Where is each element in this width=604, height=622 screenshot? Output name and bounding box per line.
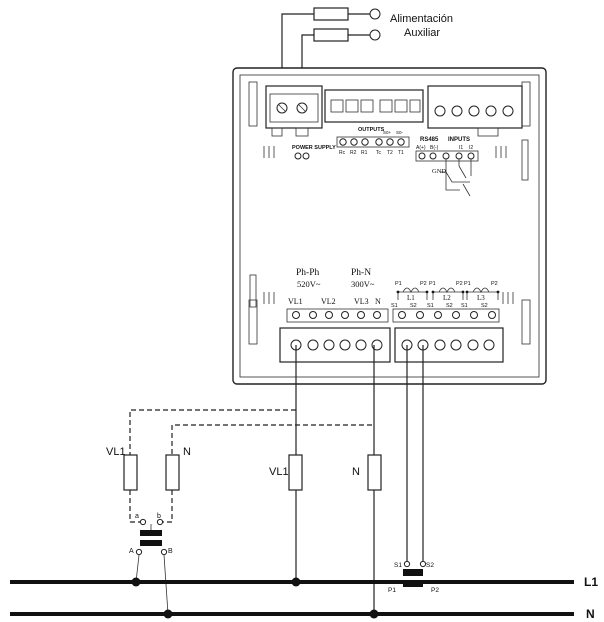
aux-label-1: Alimentación [390,13,453,25]
out-pin-t1: T1 [398,150,404,156]
bus-l1-label: L1 [584,575,598,589]
vterm-vl3: VL3 [354,297,369,306]
aux-fuse-2 [313,28,349,42]
fuse-vl1-mid [288,454,303,491]
ct-p1: P1 [388,587,396,594]
vt-a: a [135,513,139,520]
meter-device: POWER SUPPLY OUTPUTS S0+ S0- Rc R2 R1 Tc… [232,67,547,385]
ct-s1: S1 [394,562,402,569]
outputs-connector [324,89,424,123]
coil-l3-p2: P2 [491,281,498,287]
vterm-vl2: VL2 [321,297,336,306]
out-pin-t2: T2 [387,150,393,156]
fuse-vl1-mid-label: VL1 [269,466,289,478]
gnd-label: GND [432,168,446,175]
out-pin-tc: Tc [376,150,382,156]
outputs-sub-s0minus: S0- [396,130,404,135]
fuse-n-left [165,454,180,491]
fuse-vl1-left-label: VL1 [106,446,126,458]
ct-s1-l2: S1 [427,303,434,309]
ct-p2: P2 [431,587,439,594]
coil-l3-p1: P1 [464,281,471,287]
outputs-title: OUTPUTS [358,127,385,133]
power-supply-connector [265,85,323,129]
fuse-n-left-label: N [183,446,191,458]
vent-slots [263,146,514,304]
aux-fuse-1 [313,7,349,21]
coil-l2-p1: P1 [429,281,436,287]
coil-l3-label: L3 [477,294,485,302]
aux-terminal-2 [369,29,381,41]
phn-label: Ph-N [351,268,371,278]
aux-terminal-1 [369,8,381,20]
inputs-pin-i2: I2 [469,145,473,151]
vterm-n: N [375,297,381,306]
current-coils [396,287,500,294]
input-switches [440,159,472,197]
coil-l2-p2: P2 [456,281,463,287]
power-supply-label: POWER SUPPLY [292,145,336,151]
coil-l1-p1: P1 [395,281,402,287]
ct-s1-l3: S1 [461,303,468,309]
rs485-pin-a: A(+) [416,145,426,151]
outputs-sub-s0plus: S0+ [383,130,392,135]
phn-value: 300V~ [351,279,375,289]
aux-label-2: Auxiliar [404,27,440,39]
vt-b: b [157,513,161,520]
voltage-transformer [135,518,169,615]
out-pin-r2: R2 [350,150,357,156]
coil-l2-label: L2 [443,294,451,302]
vt-B: B [168,548,173,555]
phph-value: 520V~ [297,279,321,289]
bus-bars: L1 N [10,575,598,621]
rs485-title: RS485 [420,137,439,143]
aux-supply: Alimentación Auxiliar [281,7,453,108]
fuse-n-mid-label: N [352,466,360,478]
rs485-pin-b: B(-) [430,145,439,151]
inputs-title: INPUTS [448,137,470,143]
ct-s2-l2: S2 [446,303,453,309]
ct-s2-l3: S2 [481,303,488,309]
coil-l1-p2: P2 [420,281,427,287]
vterm-vl1: VL1 [288,297,303,306]
out-pin-rc: Rc [339,150,346,156]
inputs-pin-i1: I1 [459,145,463,151]
coil-l1-label: L1 [407,294,415,302]
external-wiring: VL1 N VL1 N a b A B S1 S2 P1 P2 [106,345,439,615]
ct-s2: S2 [426,562,434,569]
bus-n-label: N [586,607,595,621]
fuse-vl1-left [123,454,138,491]
vt-A: A [129,548,134,555]
fuse-n-mid [367,454,382,491]
current-connector [394,327,504,363]
out-pin-r1: R1 [361,150,368,156]
phph-label: Ph-Ph [296,268,319,278]
ct-s2-l1: S2 [410,303,417,309]
ct-s1-l1: S1 [391,303,398,309]
